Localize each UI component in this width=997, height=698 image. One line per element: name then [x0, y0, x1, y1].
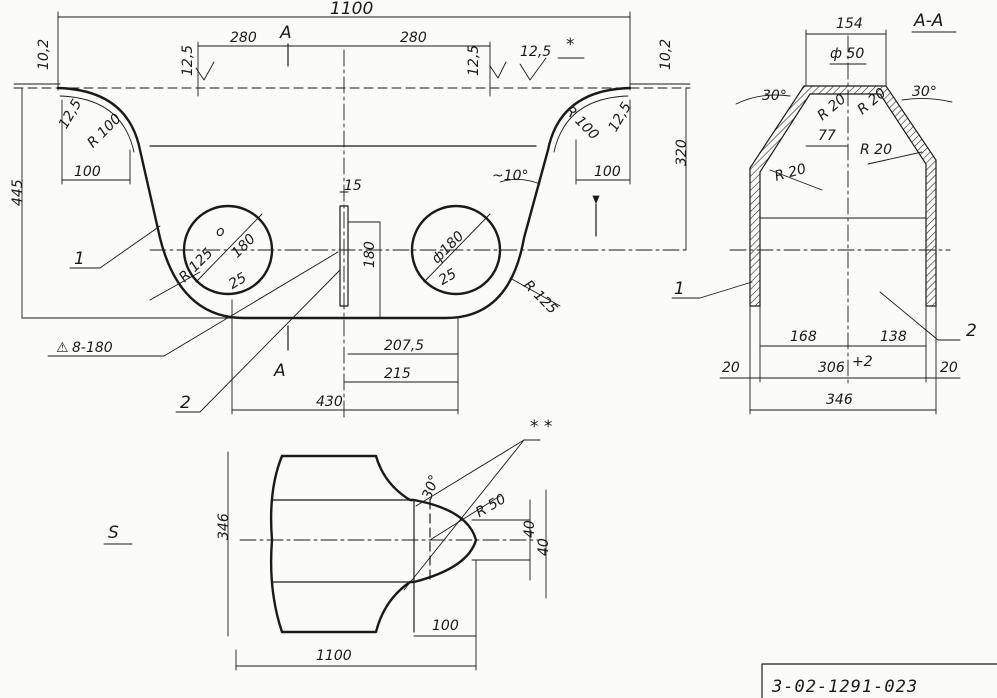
- dim-100-dev-text: 100: [432, 618, 459, 634]
- flange-right-text: 100: [594, 164, 621, 180]
- dim-168-text: 168: [790, 329, 817, 345]
- dim-445-text: 445: [10, 179, 26, 206]
- dim-346-dev-text: 346: [216, 513, 232, 540]
- r20-c-leader: [867, 151, 923, 165]
- development-view: S 346 * * 30° R 50 40 40 100 1100: [103, 417, 552, 671]
- radius-leader: [429, 495, 501, 541]
- angle-right-text: 30°: [912, 84, 937, 100]
- section-mark-top: A: [279, 23, 292, 43]
- stamp-frame: [761, 663, 997, 698]
- section-part-2-label: 2: [966, 321, 977, 341]
- development-radius: R 50: [473, 491, 509, 521]
- hole-right: [410, 204, 502, 296]
- dim-280-right-text: 280: [400, 30, 427, 46]
- offset-left: 10,2: [36, 39, 52, 70]
- development-star: * *: [530, 417, 552, 437]
- hole-right-diameter-line: [423, 213, 491, 283]
- section-part-1-leader: [671, 281, 753, 299]
- flange-left-text: 100: [74, 164, 101, 180]
- dim-215-text: 215: [384, 366, 411, 382]
- part-2-leader: [175, 269, 341, 413]
- dim-430-text: 430: [316, 394, 343, 410]
- corner-left-label: 12,5: [56, 97, 85, 132]
- roughness-far-right-symbol: [519, 57, 547, 81]
- r20-a: R 20: [814, 91, 849, 124]
- star-note: *: [566, 35, 575, 55]
- corner-right-label: 12,5: [606, 100, 635, 135]
- dim-40a-text: 40: [522, 520, 538, 538]
- dim-40b-text: 40: [536, 538, 552, 556]
- angle-right-arc: [901, 97, 953, 103]
- roughness-left-symbol: [195, 61, 215, 81]
- hole-right-label: ф180: [429, 228, 468, 267]
- hole-left-radius-leader: [149, 271, 201, 301]
- weld-leader: [47, 251, 339, 357]
- r20-d-leader: [769, 169, 823, 191]
- rect-height-text: 180: [362, 241, 378, 268]
- hole-left-diameter-line: [195, 213, 263, 283]
- dim-20-right: 20: [940, 360, 958, 376]
- dim-138-text: 138: [880, 329, 907, 345]
- section-part-2-leader: [879, 291, 961, 341]
- gap-dim-text: 15: [344, 178, 362, 194]
- dim-20-left: 20: [722, 360, 740, 376]
- section-part-1-label: 1: [674, 279, 685, 299]
- roughness-right: 12,5: [466, 45, 482, 76]
- dim-1100-text: 1100: [330, 0, 373, 19]
- development-label: S: [108, 523, 119, 543]
- hole-right-radius: R 125: [520, 277, 560, 317]
- dim-1100-dev-text: 1100: [316, 648, 352, 664]
- dim-346-text: 346: [826, 392, 853, 408]
- dim-207-text: 207,5: [384, 338, 424, 354]
- star-leader-2: [403, 439, 525, 591]
- angle-left-arc: [735, 94, 791, 105]
- dim-154-text: 154: [836, 16, 863, 32]
- hole-left-inner: 25: [226, 270, 250, 293]
- insert-plate: [339, 205, 349, 307]
- angle-left-text: 30°: [762, 88, 787, 104]
- development-angle: 30°: [420, 473, 444, 502]
- title-stamp: 3-02-1291-023: [761, 663, 997, 698]
- hole-left-label: 180: [229, 231, 259, 261]
- weld-symbol: ⚠: [56, 340, 68, 356]
- roughness-left: 12,5: [180, 45, 196, 76]
- bracket-outline: [56, 86, 632, 320]
- angle-arc: [499, 179, 541, 185]
- hole-right-radius-leader: [509, 277, 561, 307]
- main-view: 1100 280 280 A 12,5 12,5 12,5 * 10,2 10,…: [10, 0, 691, 421]
- section-mark-bottom: A: [273, 361, 286, 381]
- weld-note: 8-180: [72, 340, 113, 356]
- section-wall: [749, 85, 937, 307]
- drawing-number: 3-02-1291-023: [771, 677, 918, 697]
- dim-280-left-text: 280: [230, 30, 257, 46]
- hole-left-circle-mark: o: [216, 224, 225, 240]
- dim-320-text: 320: [674, 139, 690, 166]
- angle-note: ~10°: [492, 168, 529, 184]
- r20-c: R 20: [860, 142, 892, 158]
- roughness-far-right: 12,5: [520, 44, 551, 60]
- development-outline: [269, 454, 478, 634]
- hole-dia-text: ф 50: [830, 46, 864, 62]
- part-1-label: 1: [74, 249, 85, 269]
- dim-306-text: 306: [818, 360, 845, 376]
- dim-306-tol: +2: [852, 354, 873, 370]
- radius-left-label: R 100: [84, 111, 124, 151]
- hole-right-inner: 25: [436, 266, 460, 289]
- hole-left: [182, 204, 274, 296]
- bracket-inner-right: [553, 95, 629, 153]
- part-1-leader: [69, 225, 161, 269]
- roughness-right-symbol: [489, 61, 507, 79]
- part-2-label: 2: [180, 393, 191, 413]
- dim-77-text: 77: [818, 128, 836, 144]
- section-title: A-A: [913, 11, 943, 31]
- section-view-a-a: A-A 154 ф 50 30° 30° R 20 R 20 R 20 R 20…: [671, 11, 977, 415]
- offset-right: 10,2: [658, 39, 674, 70]
- bracket-inner-left: [59, 95, 135, 153]
